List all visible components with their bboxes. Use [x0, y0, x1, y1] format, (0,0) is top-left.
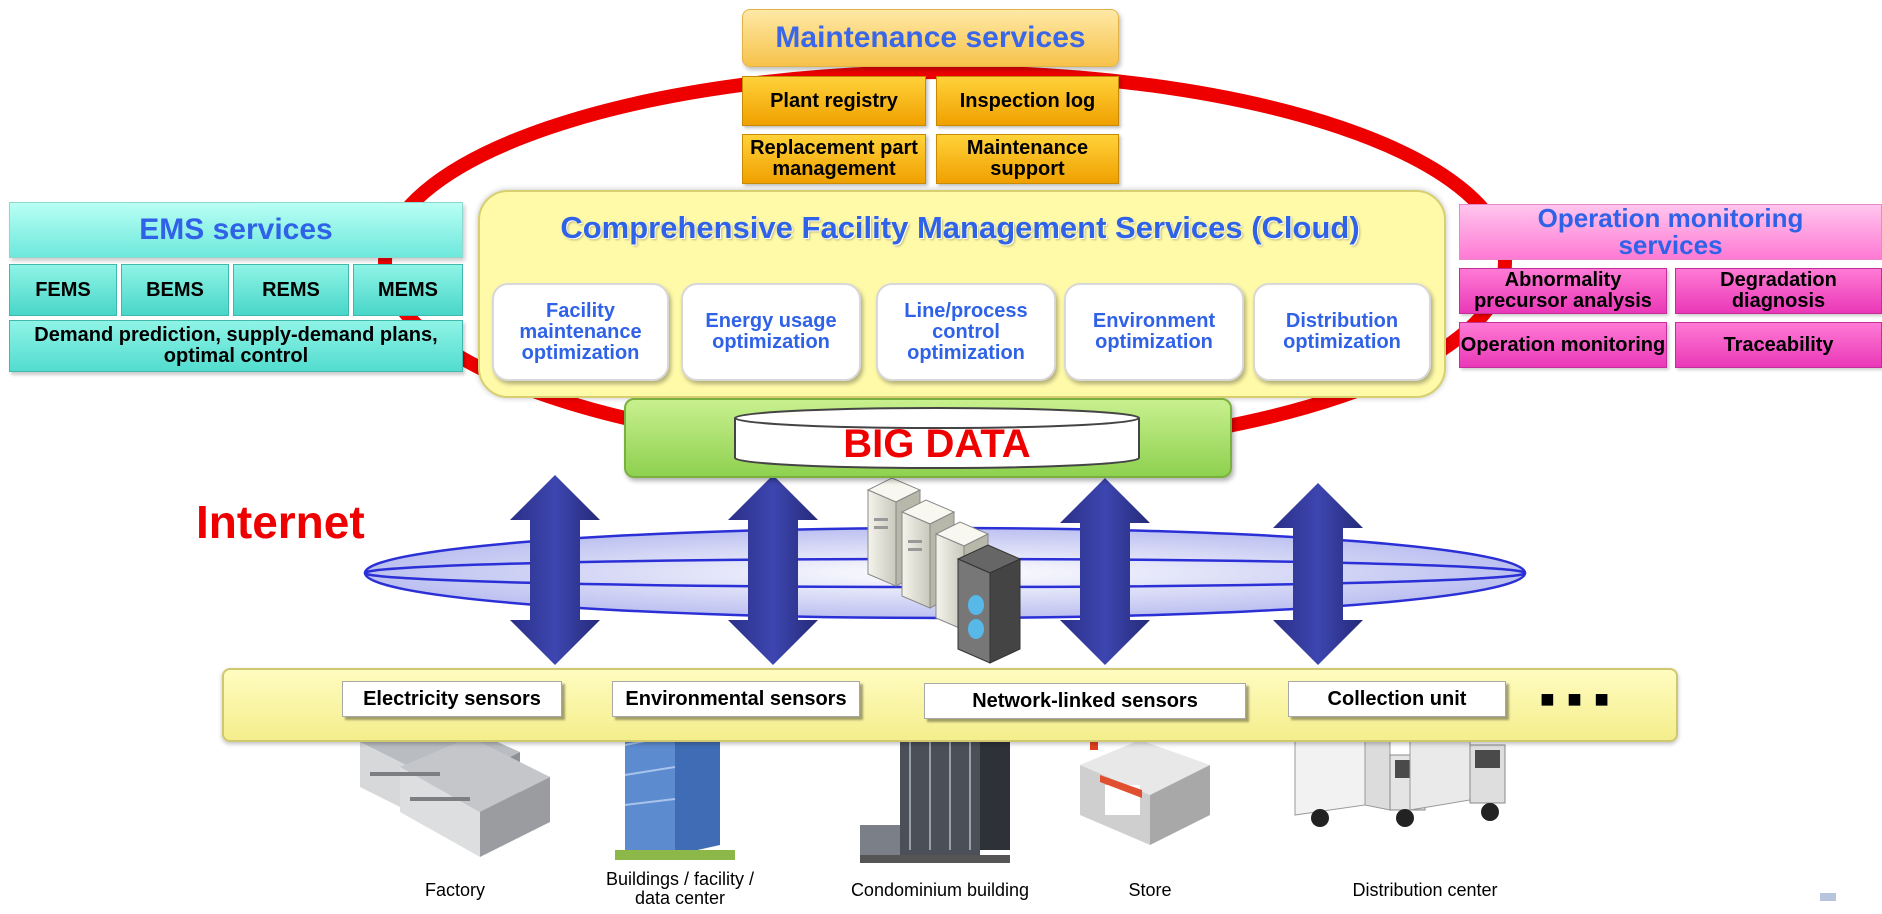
abnormality-analysis-box: Abnormality precursor analysis	[1459, 268, 1667, 314]
traceability-box: Traceability	[1675, 322, 1882, 368]
degradation-diagnosis-box: Degradation diagnosis	[1675, 268, 1882, 314]
database-cylinder-icon	[734, 407, 1140, 469]
distribution-card: Distribution optimization	[1253, 283, 1431, 381]
internet-label: Internet	[196, 495, 365, 548]
page-marker	[1820, 893, 1836, 901]
buildings-label: Buildings / facility / data center	[605, 869, 755, 908]
ems-services-title: EMS services	[9, 202, 463, 258]
maintenance-support-box: Maintenance support	[936, 134, 1119, 184]
demand-prediction-box: Demand prediction, supply-demand plans, …	[9, 320, 463, 372]
arrow-environmental	[728, 475, 818, 665]
inspection-log-box: Inspection log	[936, 76, 1119, 126]
operation-monitoring-box: Operation monitoring	[1459, 322, 1667, 368]
condominium-label: Condominium building	[850, 880, 1030, 901]
maintenance-services-title: Maintenance services	[742, 9, 1119, 67]
network-linked-sensors-label: Network-linked sensors	[924, 683, 1246, 719]
operation-monitoring-title: Operation monitoring services	[1459, 204, 1882, 260]
replacement-part-box: Replacement part management	[742, 134, 926, 184]
collection-unit-label: Collection unit	[1288, 681, 1506, 717]
big-data-label: BIG DATA	[843, 422, 1031, 466]
line-process-card: Line/process control optimization	[876, 283, 1056, 381]
store-label: Store	[1128, 880, 1172, 901]
more-indicator: ■ ■ ■	[1540, 686, 1612, 714]
environmental-sensors-label: Environmental sensors	[612, 681, 860, 717]
energy-usage-card: Energy usage optimization	[681, 283, 861, 381]
arrow-electricity	[510, 475, 600, 665]
server-icon	[866, 477, 1022, 664]
electricity-sensors-label: Electricity sensors	[342, 681, 562, 717]
arrow-network	[1060, 478, 1150, 665]
fems-box: FEMS	[9, 264, 117, 316]
plant-registry-box: Plant registry	[742, 76, 926, 126]
factory-label: Factory	[424, 880, 485, 901]
environment-card: Environment optimization	[1064, 283, 1244, 381]
rems-box: REMS	[233, 264, 349, 316]
truck-icon	[1294, 719, 1506, 827]
cloud-services-title: Comprehensive Facility Management Servic…	[560, 209, 1360, 245]
arrow-collection	[1273, 483, 1363, 665]
facility-maintenance-card: Facility maintenance optimization	[492, 283, 669, 381]
mems-box: MEMS	[353, 264, 463, 316]
distribution-center-label: Distribution center	[1352, 880, 1498, 901]
bems-box: BEMS	[121, 264, 229, 316]
store-icon	[1080, 720, 1210, 845]
